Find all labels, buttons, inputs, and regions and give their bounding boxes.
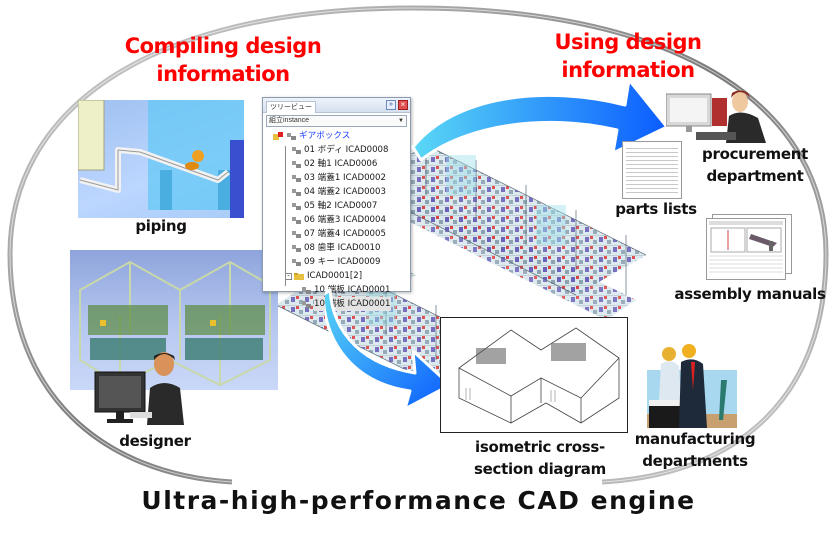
heading-line: information bbox=[561, 58, 695, 82]
part-node-icon bbox=[292, 174, 301, 182]
heading-line: Using design bbox=[554, 30, 703, 54]
isometric-line-drawing bbox=[458, 327, 620, 424]
tree-item[interactable]: 09 キー ICAD0009 bbox=[273, 255, 410, 269]
close-icon[interactable]: × bbox=[398, 100, 408, 110]
tree-item-label: 02 軸1 ICAD0006 bbox=[304, 159, 378, 169]
part-node-icon bbox=[292, 202, 301, 210]
part-node-icon bbox=[302, 286, 311, 294]
pin-icon[interactable]: » bbox=[386, 100, 396, 110]
part-node-icon bbox=[292, 216, 301, 224]
tree-item-label: 05 軸2 ICAD0007 bbox=[304, 201, 378, 211]
parts-list-document-image bbox=[622, 141, 682, 199]
tree-item-label: 04 端蓋2 ICAD0003 bbox=[304, 187, 386, 197]
part-node-icon bbox=[292, 188, 301, 196]
manufacturing-workers-icon bbox=[647, 344, 737, 428]
tree-item[interactable]: 02 軸1 ICAD0006 bbox=[273, 157, 410, 171]
heading-line: Compiling design bbox=[124, 34, 322, 58]
oval-frame bbox=[7, 5, 829, 485]
tree-item[interactable]: 01 ボディ ICAD0008 bbox=[273, 143, 410, 157]
label-line: procurement bbox=[702, 145, 808, 163]
label-isometric-cross-section-diagram: isometric cross- section diagram bbox=[460, 436, 620, 480]
label-parts-lists: parts lists bbox=[615, 200, 697, 218]
tree-item-label: 10 端板 ICAD0001 bbox=[314, 297, 391, 311]
assembly-node-icon bbox=[287, 132, 296, 140]
tree-item[interactable]: 03 端蓋1 ICAD0002 bbox=[273, 171, 410, 185]
assembly-manual-document-image bbox=[706, 218, 786, 280]
tree-item-label: 09 キー ICAD0009 bbox=[304, 257, 381, 267]
tree-item-label: 01 ボディ ICAD0008 bbox=[304, 145, 389, 155]
tree-item[interactable]: 04 端蓋2 ICAD0003 bbox=[273, 185, 410, 199]
tree-group-node[interactable]: - ICAD0001[2] bbox=[273, 269, 410, 283]
assembly-instance-dropdown[interactable]: 組立instance ▼ bbox=[266, 115, 407, 127]
heading-line: information bbox=[156, 62, 290, 86]
label-line: isometric cross- bbox=[475, 438, 605, 456]
tree-item-label: 10 端板 ICAD0001 bbox=[314, 285, 391, 295]
label-line: section diagram bbox=[474, 460, 606, 478]
designer-person-icon bbox=[94, 352, 184, 425]
label-assembly-manuals: assembly manuals bbox=[674, 285, 826, 303]
tree-item[interactable]: 06 端蓋3 ICAD0004 bbox=[273, 213, 410, 227]
dropdown-value: 組立instance bbox=[269, 117, 310, 124]
label-line: department bbox=[706, 167, 804, 185]
tree-view-titlebar: ツリービュー » × bbox=[263, 98, 410, 113]
tree-view-tab[interactable]: ツリービュー bbox=[266, 100, 316, 113]
tree-item[interactable]: 10 端板 ICAD0001 bbox=[273, 283, 410, 297]
piping-image bbox=[78, 100, 244, 218]
heading-compiling-design-information: Compiling design information bbox=[118, 32, 328, 88]
diagram-title: Ultra-high-performance CAD engine bbox=[141, 486, 696, 515]
part-node-icon bbox=[292, 146, 301, 154]
tree-guide-line bbox=[285, 146, 286, 286]
label-line: departments bbox=[642, 452, 748, 470]
part-node-icon bbox=[302, 300, 311, 308]
heading-using-design-information: Using design information bbox=[548, 28, 708, 84]
tree-item[interactable]: 08 歯車 ICAD0010 bbox=[273, 241, 410, 255]
tree-item[interactable]: 07 端蓋4 ICAD0005 bbox=[273, 227, 410, 241]
label-piping: piping bbox=[135, 217, 187, 235]
tree-item-label: 06 端蓋3 ICAD0004 bbox=[304, 215, 386, 225]
tree-list: ギアボックス 01 ボディ ICAD0008 02 軸1 ICAD0006 03… bbox=[263, 129, 410, 311]
part-node-icon bbox=[292, 258, 301, 266]
procurement-person-icon bbox=[666, 90, 766, 143]
assembly-line-illustration bbox=[79, 260, 271, 387]
tree-item-label: 08 歯車 ICAD0010 bbox=[304, 243, 381, 253]
tree-item[interactable]: 05 軸2 ICAD0007 bbox=[273, 199, 410, 213]
isometric-cross-section-diagram-image bbox=[440, 317, 628, 433]
collapse-icon[interactable]: - bbox=[285, 272, 292, 280]
tree-group-label: ICAD0001[2] bbox=[307, 271, 363, 281]
chevron-down-icon: ▼ bbox=[398, 118, 404, 124]
part-node-icon bbox=[292, 160, 301, 168]
assembly-line-model-image bbox=[70, 250, 278, 390]
tree-root-label: ギアボックス bbox=[299, 131, 351, 141]
label-designer: designer bbox=[119, 432, 191, 450]
assembly-manual-illustration bbox=[709, 221, 783, 273]
tree-item-label: 03 端蓋1 ICAD0002 bbox=[304, 173, 386, 183]
folder-icon bbox=[273, 131, 283, 140]
label-manufacturing-departments: manufacturing departments bbox=[630, 428, 760, 472]
tree-item-label: 07 端蓋4 ICAD0005 bbox=[304, 229, 386, 239]
part-node-icon bbox=[292, 230, 301, 238]
piping-illustration bbox=[78, 100, 244, 218]
tree-item-selected[interactable]: 10 端板 ICAD0001 bbox=[273, 297, 410, 311]
label-procurement-department: procurement department bbox=[690, 143, 820, 187]
label-line: manufacturing bbox=[634, 430, 756, 448]
tree-view-window[interactable]: ツリービュー » × 組立instance ▼ ギアボックス 01 ボディ IC… bbox=[262, 97, 411, 311]
folder-icon bbox=[294, 272, 304, 280]
tree-root-node[interactable]: ギアボックス bbox=[273, 129, 410, 143]
part-node-icon bbox=[292, 244, 301, 252]
